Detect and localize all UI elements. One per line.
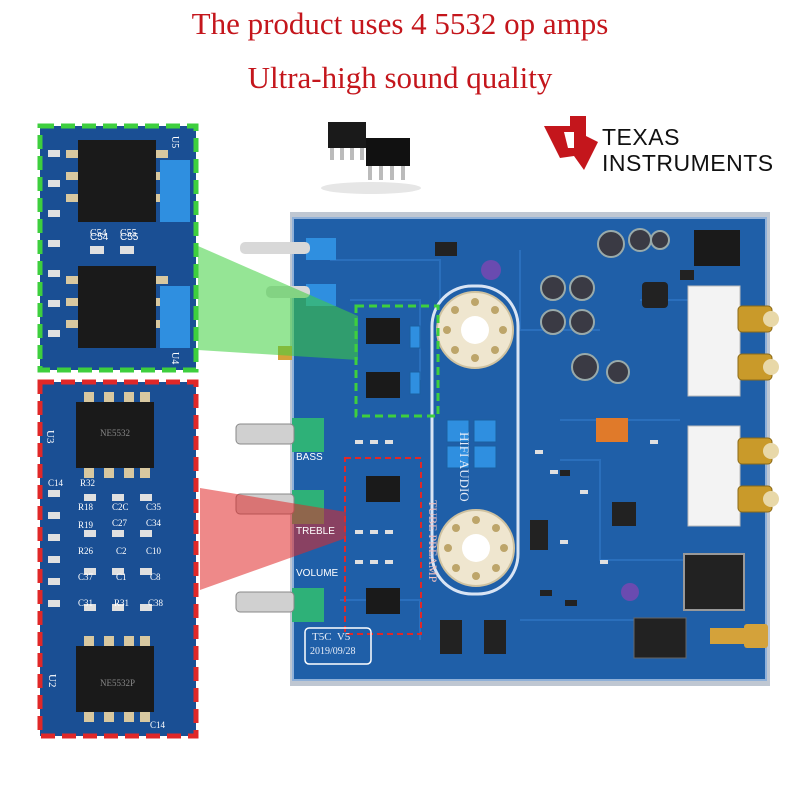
ref-c35: C35 <box>146 502 162 512</box>
texas-instruments-logo-icon <box>544 116 598 170</box>
board-highlight-red <box>344 457 422 635</box>
ref-c31: C31 <box>78 598 94 608</box>
smd-chips <box>435 242 694 654</box>
ref-c10: C10 <box>146 546 162 556</box>
ref-c14-bottom: C14 <box>150 720 166 730</box>
ref-c14-top: C14 <box>48 478 64 488</box>
ref-r32: R32 <box>80 478 96 488</box>
chip-marking-top: NE5532 <box>100 428 130 438</box>
headline-line-1: The product uses 4 5532 op amps <box>191 6 609 41</box>
potentiometers <box>235 418 324 622</box>
antenna-connector <box>710 624 768 648</box>
label-tube-preamp: TUBE PREAMP <box>426 500 440 583</box>
ref-c27: C27 <box>112 518 128 528</box>
ref-u4: U4 <box>169 352 180 365</box>
ref-c2c: C2C <box>112 502 129 512</box>
label-hifi-audio: HIFI AUDIO <box>457 432 472 502</box>
green-beam <box>198 246 358 360</box>
rca-jacks <box>687 285 779 527</box>
zoom-panel-green: C54 C55 <box>37 123 199 373</box>
zoom-panel-red <box>37 379 199 739</box>
ref-c38: C38 <box>148 598 164 608</box>
label-version: T5C V5 <box>312 631 351 643</box>
orange-component <box>596 418 628 442</box>
ti-logo-text-2: INSTRUMENTS <box>602 150 774 176</box>
headline-line-2: Ultra-high sound quality <box>247 60 553 95</box>
ref-c34: C34 <box>146 518 162 528</box>
chip-marking-bottom: NE5532P <box>100 678 136 688</box>
qfp-chip <box>612 502 636 526</box>
chip-label-u3: U3 <box>44 430 56 444</box>
version-box <box>304 627 372 665</box>
usb-port <box>683 553 745 611</box>
ti-logo-text-1: TEXAS <box>602 124 680 150</box>
red-beam <box>200 488 346 590</box>
module-chip <box>633 617 687 659</box>
film-capacitors <box>409 325 497 469</box>
label-bass: BASS <box>296 452 323 463</box>
ref-c2: C2 <box>116 546 127 556</box>
inductor <box>642 282 668 308</box>
svg-text:C55: C55 <box>120 232 139 243</box>
label-volume: VOLUME <box>296 568 339 579</box>
ref-c55: C55 <box>120 228 137 239</box>
dc-jack <box>694 230 740 266</box>
electrolytic-capacitors <box>481 228 670 601</box>
ref-r19: R19 <box>78 520 94 530</box>
ref-u5: U5 <box>169 136 180 149</box>
ref-r31: R31 <box>114 598 130 608</box>
opamp-chips-photo <box>321 122 421 194</box>
svg-text:C54: C54 <box>90 232 109 243</box>
ref-r18: R18 <box>78 502 94 512</box>
board-opamps <box>366 318 400 614</box>
ref-c1: C1 <box>116 572 127 582</box>
ref-c8: C8 <box>150 572 161 582</box>
smd-resistors <box>355 440 658 564</box>
tube-socket-bottom <box>437 509 515 587</box>
ref-c37: C37 <box>78 572 94 582</box>
tube-socket-top <box>436 291 514 369</box>
chip-label-u2: U2 <box>46 674 58 688</box>
ref-r26: R26 <box>78 546 94 556</box>
label-date: 2019/09/28 <box>310 646 356 657</box>
ref-c54: C54 <box>90 228 107 239</box>
label-treble: TREBLE <box>296 526 335 537</box>
board-highlight-green <box>354 304 440 418</box>
